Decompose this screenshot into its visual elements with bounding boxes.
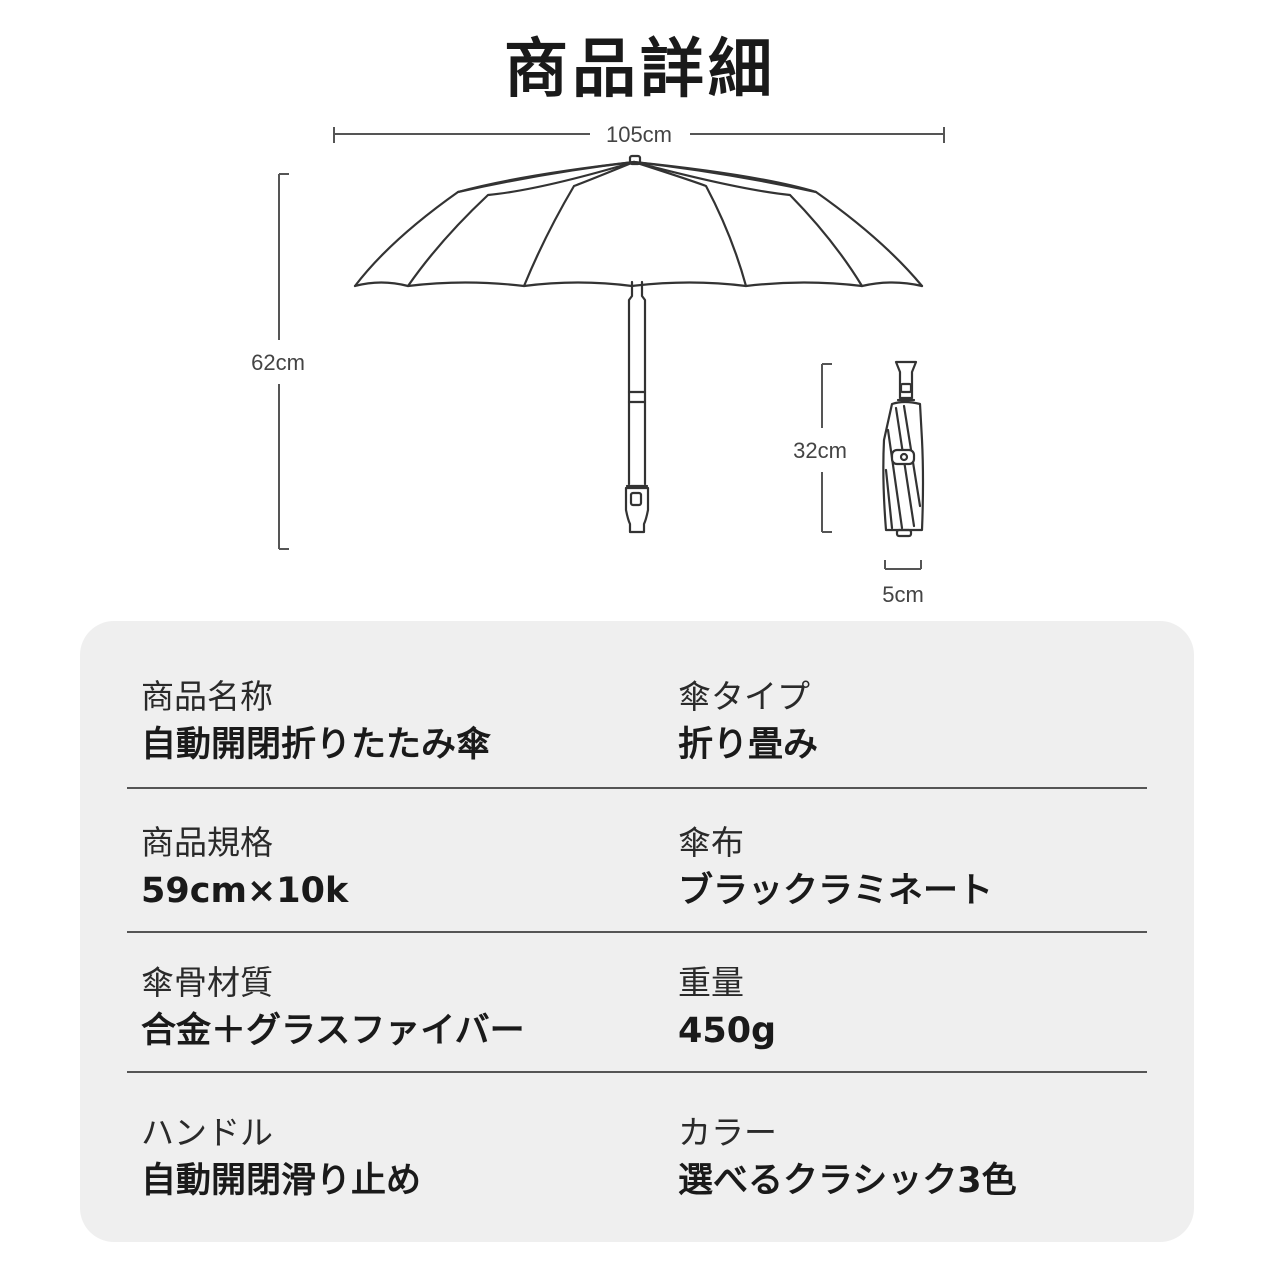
spec-value: 選べるクラシック3色	[678, 1161, 1017, 1201]
folded-width-dimension	[884, 560, 922, 570]
folded-length-dimension	[821, 363, 832, 533]
open-umbrella-icon	[353, 154, 924, 534]
spec-value: 59cm×10k	[141, 871, 349, 911]
spec-value: ブラックラミネート	[678, 871, 994, 911]
spec-row: 傘骨材質 合金＋グラスファイバー 重量 450g	[127, 963, 1147, 1073]
spec-item-weight: 重量 450g	[678, 963, 776, 1053]
spec-panel: 商品名称 自動開閉折りたたみ傘 傘タイプ 折り畳み 商品規格 59cm×10k …	[80, 621, 1194, 1242]
spec-label: 重量	[678, 963, 744, 1002]
folded-length-label: 32cm	[793, 438, 847, 463]
spec-label: 商品名称	[141, 677, 273, 716]
open-height-label: 62cm	[251, 350, 305, 375]
page-title: 商品詳細	[504, 33, 776, 107]
spec-item-product-spec: 商品規格 59cm×10k	[141, 823, 348, 913]
spec-item-umbrella-type: 傘タイプ 折り畳み	[678, 677, 818, 767]
spec-row: 商品名称 自動開閉折りたたみ傘 傘タイプ 折り畳み	[127, 677, 1147, 789]
spec-value: 450g	[678, 1011, 777, 1051]
umbrella-dimension-diagram: 105cm 62cm 32cm	[251, 122, 945, 607]
folded-width-label: 5cm	[882, 582, 924, 607]
spec-item-product-name: 商品名称 自動開閉折りたたみ傘	[141, 677, 491, 767]
spec-item-handle: ハンドル 自動開閉滑り止め	[141, 1113, 421, 1203]
spec-label: カラー	[678, 1113, 777, 1152]
spec-row: 商品規格 59cm×10k 傘布 ブラックラミネート	[127, 823, 1147, 933]
spec-label: ハンドル	[141, 1113, 273, 1152]
spec-value: 自動開閉折りたたみ傘	[141, 725, 492, 765]
spec-label: 商品規格	[141, 823, 273, 862]
spec-item-color: カラー 選べるクラシック3色	[678, 1113, 1017, 1203]
open-width-label: 105cm	[606, 122, 672, 147]
height-dimension	[278, 173, 289, 550]
width-dimension	[333, 127, 945, 143]
spec-label: 傘タイプ	[678, 677, 810, 716]
spec-value: 合金＋グラスファイバー	[141, 1011, 525, 1051]
spec-label: 傘骨材質	[141, 963, 273, 1002]
spec-label: 傘布	[678, 823, 744, 862]
spec-row: ハンドル 自動開閉滑り止め カラー 選べるクラシック3色	[127, 1113, 1147, 1221]
spec-item-fabric: 傘布 ブラックラミネート	[678, 823, 993, 913]
spec-value: 自動開閉滑り止め	[141, 1161, 422, 1201]
folded-umbrella-icon	[882, 360, 925, 538]
spec-value: 折り畳み	[678, 725, 819, 765]
spec-item-rib-material: 傘骨材質 合金＋グラスファイバー	[141, 963, 525, 1053]
